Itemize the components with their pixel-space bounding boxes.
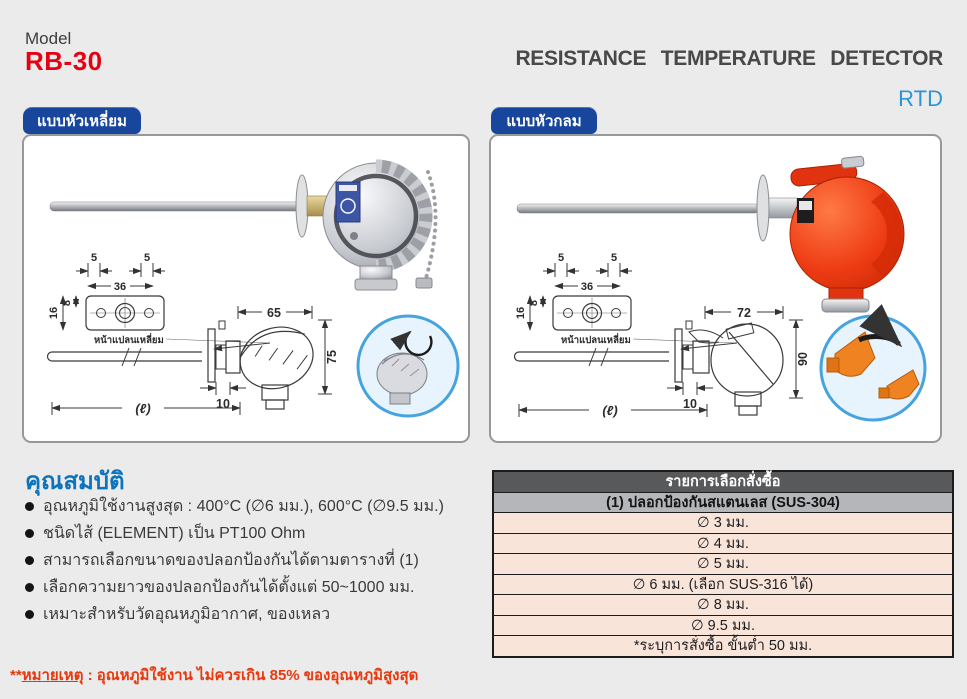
order-table-row: ∅ 5 มม. xyxy=(494,553,952,574)
order-table-header: รายการเลือกสั่งซื้อ xyxy=(494,472,952,492)
footnote: **หมายเหตุ : อุณหภูมิใช้งาน ไม่ควรเกิน 8… xyxy=(10,663,418,687)
tab-round-head-type: แบบหัวกลม xyxy=(491,107,597,134)
order-table-row: ∅ 3 มม. xyxy=(494,512,952,533)
feature-text: อุณหภูมิใช้งานสูงสุด : 400°C (∅6 มม.), 6… xyxy=(43,498,444,515)
model-number: RB-30 xyxy=(25,46,103,76)
features-title: คุณสมบัติ xyxy=(25,468,125,495)
feature-item: อุณหภูมิใช้งานสูงสุด : 400°C (∅6 มม.), 6… xyxy=(25,497,475,516)
dim-16-label: 16 xyxy=(515,307,527,319)
square-head-figure: 5 5 36 8 16 หน้าแปลนเหลี่ยม xyxy=(46,159,460,418)
dim-8-label: 8 xyxy=(61,300,73,306)
flange-face-label: หน้าแปลนเหลี่ยม xyxy=(561,332,631,346)
dim-head-height-label: 90 xyxy=(796,352,810,366)
model-label: Model xyxy=(25,29,72,48)
round-head-figure: 5 5 36 8 16 หน้าแปลนเหลี่ยม xyxy=(513,155,927,422)
dim-5-left-label: 5 xyxy=(558,252,564,264)
square-head-drawing: 5 5 36 8 16 หน้าแปลนเหลี่ยม xyxy=(46,252,460,418)
features-list: อุณหภูมิใช้งานสูงสุด : 400°C (∅6 มม.), 6… xyxy=(25,497,475,632)
square-head-rotation-inset xyxy=(356,314,460,418)
feature-item: ชนิดไส้ (ELEMENT) เป็น PT100 Ohm xyxy=(25,524,475,543)
panel-round-head: 5 5 36 8 16 หน้าแปลนเหลี่ยม xyxy=(489,134,942,443)
dim-8-label: 8 xyxy=(528,300,540,306)
feature-text: เหมาะสำหรับวัดอุณหภูมิอากาศ, ของเหลว xyxy=(43,606,331,623)
order-table-row: ∅ 6 มม. (เลือก SUS-316 ได้) xyxy=(494,573,952,594)
dim-length-label: (ℓ) xyxy=(602,403,617,418)
dim-5-left-label: 5 xyxy=(91,252,97,264)
dim-length-label: (ℓ) xyxy=(135,401,150,416)
dim-16-label: 16 xyxy=(48,307,60,319)
feature-text: ชนิดไส้ (ELEMENT) เป็น PT100 Ohm xyxy=(43,525,306,542)
order-table-subheader: (1) ปลอกป้องกันสแตนเลส (SUS-304) xyxy=(494,491,952,512)
rotation-arrow-icon xyxy=(857,304,903,348)
dim-36-label: 36 xyxy=(581,281,593,293)
round-head-photo xyxy=(516,155,905,313)
rotation-arrow-icon xyxy=(390,330,433,357)
bullet-icon xyxy=(25,583,34,592)
feature-item: เลือกความยาวของปลอกป้องกันได้ตั้งแต่ 50~… xyxy=(25,578,475,597)
tab-square-head-type: แบบหัวเหลี่ยม xyxy=(23,107,141,134)
round-head-drawing: 5 5 36 8 16 หน้าแปลนเหลี่ยม xyxy=(513,252,927,422)
dim-36-label: 36 xyxy=(114,281,126,293)
dim-5-right-label: 5 xyxy=(611,252,617,264)
footnote-prefix: ** xyxy=(10,667,22,684)
round-head-rotation-inset xyxy=(819,304,927,422)
page-subtitle: RTD xyxy=(898,86,943,111)
flange-face-label: หน้าแปลนเหลี่ยม xyxy=(94,332,164,346)
dim-10-label: 10 xyxy=(683,397,697,411)
dim-head-height-label: 75 xyxy=(325,350,339,364)
bullet-icon xyxy=(25,529,34,538)
feature-text: เลือกความยาวของปลอกป้องกันได้ตั้งแต่ 50~… xyxy=(43,579,415,596)
bullet-icon xyxy=(25,556,34,565)
feature-text: สามารถเลือกขนาดของปลอกป้องกันได้ตามตาราง… xyxy=(43,552,419,569)
dim-head-width-label: 65 xyxy=(267,306,281,320)
footnote-label: หมายเหตุ xyxy=(21,667,84,684)
dim-10-label: 10 xyxy=(216,397,230,411)
panel-square-head: 5 5 36 8 16 หน้าแปลนเหลี่ยม xyxy=(22,134,470,443)
order-table-row: ∅ 8 มม. xyxy=(494,594,952,615)
feature-item: สามารถเลือกขนาดของปลอกป้องกันได้ตามตาราง… xyxy=(25,551,475,570)
bullet-icon xyxy=(25,502,34,511)
feature-item: เหมาะสำหรับวัดอุณหภูมิอากาศ, ของเหลว xyxy=(25,605,475,624)
page-title: RESISTANCE TEMPERATURE DETECTOR xyxy=(515,47,943,70)
order-table-row: *ระบุการสั่งซื้อ ขั้นต่ำ 50 มม. xyxy=(494,635,952,656)
order-table-row: ∅ 9.5 มม. xyxy=(494,614,952,635)
bullet-icon xyxy=(25,610,34,619)
square-head-photo xyxy=(49,159,438,291)
order-table-row: ∅ 4 มม. xyxy=(494,532,952,553)
footnote-text: : อุณหภูมิใช้งาน ไม่ควรเกิน 85% ของอุณหภ… xyxy=(83,667,419,684)
dim-head-width-label: 72 xyxy=(737,306,751,320)
dim-5-right-label: 5 xyxy=(144,252,150,264)
order-table: รายการเลือกสั่งซื้อ (1) ปลอกป้องกันสแตนเ… xyxy=(492,470,954,658)
